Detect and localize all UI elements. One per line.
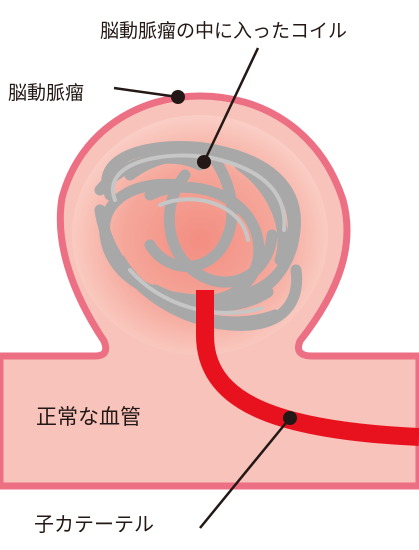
coil-pointer-dot (197, 155, 211, 169)
catheter-pointer-dot (283, 411, 297, 425)
coil-label: 脳動脈瘤の中に入ったコイル (100, 22, 347, 41)
aneurysm-pointer-dot (171, 90, 185, 104)
normal-vessel-label: 正常な血管 (36, 407, 141, 428)
aneurysm-label: 脳動脈瘤 (8, 84, 84, 103)
catheter-label: 子カテーテル (34, 514, 154, 534)
